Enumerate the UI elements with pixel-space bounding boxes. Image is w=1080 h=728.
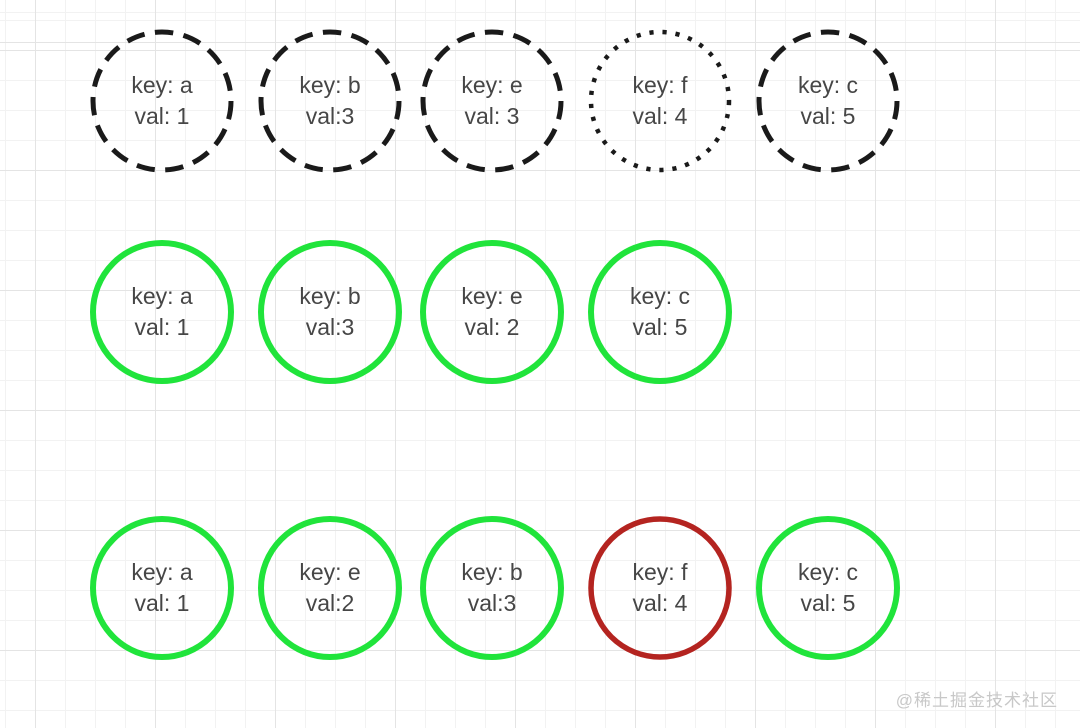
node-key: key: f [632,559,688,585]
dashed-circle-outline [420,29,564,173]
node-row1-key-f: key: f val: 4 [588,29,732,173]
green-circle-outline [756,516,900,660]
node-key: key: e [299,559,361,585]
node-label: key: b val:3 [420,516,564,660]
green-circle-outline [90,240,234,384]
dotted-circle-outline [588,29,732,173]
dashed-circle-outline [90,29,234,173]
node-label: key: a val: 1 [90,240,234,384]
node-key: key: b [299,72,361,98]
node-key: key: c [797,559,859,585]
node-row1-key-e: key: e val: 3 [420,29,564,173]
dashed-circle-outline [756,29,900,173]
watermark-text: @稀土掘金技术社区 [895,691,1058,710]
green-circle-outline [420,240,564,384]
node-label: key: f val: 4 [588,29,732,173]
node-row3-key-b: key: b val:3 [420,516,564,660]
node-val: val:3 [305,103,355,129]
node-val: val: 5 [800,103,856,129]
green-circle-outline [420,516,564,660]
node-key: key: e [461,283,523,309]
node-key: key: c [629,283,691,309]
node-row3-key-c: key: c val: 5 [756,516,900,660]
node-val: val: 4 [632,590,688,616]
node-label: key: b val:3 [258,29,402,173]
node-val: val: 4 [632,103,688,129]
green-circle-outline [258,516,402,660]
node-label: key: a val: 1 [90,29,234,173]
node-row2-key-e: key: e val: 2 [420,240,564,384]
node-key: key: a [131,283,193,309]
node-val: val:3 [305,314,355,340]
node-row2-key-c: key: c val: 5 [588,240,732,384]
node-key: key: e [461,72,523,98]
node-label: key: a val: 1 [90,516,234,660]
node-label: key: e val: 3 [420,29,564,173]
node-label: key: f val: 4 [588,516,732,660]
node-row1-key-a: key: a val: 1 [90,29,234,173]
node-row2-key-a: key: a val: 1 [90,240,234,384]
node-label: key: c val: 5 [756,29,900,173]
node-val: val: 1 [134,314,190,340]
node-val: val: 2 [464,314,520,340]
node-key: key: b [299,283,361,309]
node-row2-key-b: key: b val:3 [258,240,402,384]
node-key: key: a [131,559,193,585]
node-row3-key-a: key: a val: 1 [90,516,234,660]
node-label: key: e val: 2 [420,240,564,384]
node-val: val: 5 [632,314,688,340]
node-val: val:3 [467,590,517,616]
node-row3-key-e: key: e val:2 [258,516,402,660]
node-val: val: 1 [134,103,190,129]
node-label: key: b val:3 [258,240,402,384]
node-row1-key-b: key: b val:3 [258,29,402,173]
green-circle-outline [258,240,402,384]
node-row1-key-c: key: c val: 5 [756,29,900,173]
green-circle-outline [588,240,732,384]
node-val: val:2 [305,590,355,616]
red-circle-outline [588,516,732,660]
node-label: key: c val: 5 [588,240,732,384]
node-key: key: a [131,72,193,98]
node-val: val: 5 [800,590,856,616]
node-label: key: c val: 5 [756,516,900,660]
node-row3-key-f: key: f val: 4 [588,516,732,660]
node-key: key: f [632,72,688,98]
node-val: val: 1 [134,590,190,616]
dashed-circle-outline [258,29,402,173]
node-label: key: e val:2 [258,516,402,660]
node-key: key: c [797,72,859,98]
node-val: val: 3 [464,103,520,129]
green-circle-outline [90,516,234,660]
node-key: key: b [461,559,523,585]
